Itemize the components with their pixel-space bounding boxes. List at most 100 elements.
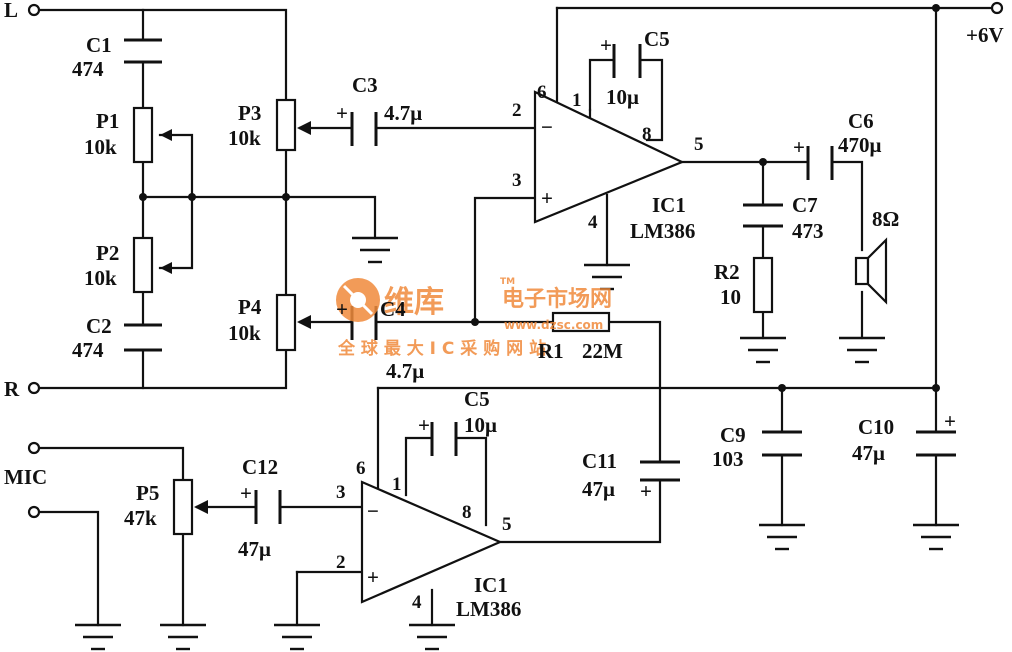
potentiometer-p5: [172, 478, 208, 536]
label-c9-value: 103: [712, 447, 744, 471]
label-p3-value: 10k: [228, 126, 261, 150]
label-p4-value: 10k: [228, 321, 261, 345]
capacitor-c11: [640, 460, 680, 482]
capacitor-c9: [762, 430, 802, 457]
watermark-trademark: TM: [500, 277, 515, 287]
label-c5-bottom-plus: +: [418, 413, 430, 437]
terminal-r: [27, 381, 41, 395]
label-ic-bottom-minus: −: [367, 499, 379, 523]
label-c1-value: 474: [72, 57, 104, 81]
label-terminal-l: L: [4, 0, 18, 22]
label-r1-value: 22M: [582, 339, 623, 363]
label-r2-name: R2: [714, 260, 740, 284]
junction-dots: [139, 4, 940, 392]
terminal-supply: [990, 1, 1004, 15]
label-c10-value: 47μ: [852, 441, 885, 465]
label-c11-plus: +: [640, 479, 652, 503]
label-ic-top-part: LM386: [630, 219, 695, 243]
watermark-url: www.dzsc.com: [504, 318, 603, 332]
capacitor-c12: [254, 490, 282, 524]
ground-icon: [759, 523, 805, 551]
label-c7-name: C7: [792, 193, 818, 217]
capacitor-c1: [124, 38, 162, 64]
label-ic-top-name: IC1: [652, 193, 686, 217]
label-p5-name: P5: [136, 481, 159, 505]
ground-icon: [160, 623, 206, 651]
ground-symbols: [75, 236, 959, 651]
label-ic-bottom-pin8: 8: [462, 502, 472, 523]
capacitor-c10: [916, 430, 956, 457]
label-c5-bottom-name: C5: [464, 387, 490, 411]
label-p2-value: 10k: [84, 266, 117, 290]
label-ic-bottom-pin4: 4: [412, 592, 422, 613]
label-c10-name: C10: [858, 415, 894, 439]
label-c6-name: C6: [848, 109, 874, 133]
label-p4-name: P4: [238, 295, 262, 319]
ground-icon: [839, 336, 885, 364]
label-ic-top-pin2: 2: [512, 100, 522, 121]
label-ic-bottom-pin6: 6: [356, 458, 366, 479]
label-ic-bottom-name: IC1: [474, 573, 508, 597]
label-c10-plus: +: [944, 409, 956, 433]
label-c3-name: C3: [352, 73, 378, 97]
watermark-logo-icon: [336, 278, 380, 322]
ground-icon: [740, 336, 786, 364]
label-c4-plus: +: [336, 297, 348, 321]
ground-icon: [75, 623, 121, 651]
label-c7-value: 473: [792, 219, 824, 243]
ground-icon: [409, 623, 455, 651]
capacitor-c6: [806, 146, 834, 180]
label-ic-top-pin5: 5: [694, 134, 704, 155]
label-c4-value: 4.7μ: [386, 359, 424, 383]
label-p3-name: P3: [238, 101, 261, 125]
terminal-mic-1: [27, 441, 41, 455]
label-ic-top-plus: +: [541, 186, 553, 210]
watermark-brand: 维库: [384, 285, 444, 320]
label-ic-bottom-pin1: 1: [392, 474, 402, 495]
potentiometer-p2: [132, 236, 172, 294]
labels: L R MIC +6V C1 474 P1 10k P2 10k C2 474 …: [4, 0, 1004, 621]
label-ic-top-pin1: 1: [572, 90, 582, 111]
label-p1-value: 10k: [84, 135, 117, 159]
label-c2-value: 474: [72, 338, 104, 362]
potentiometer-p1: [132, 106, 172, 164]
input-terminals: [27, 1, 1004, 519]
label-c12-plus: +: [240, 481, 252, 505]
label-c4-name: C4: [380, 297, 406, 321]
label-r1-name: R1: [538, 339, 564, 363]
label-c11-value: 47μ: [582, 477, 615, 501]
label-ic-bottom-pin2: 2: [336, 552, 346, 573]
ground-icon: [274, 623, 320, 651]
resistor-r1: [551, 311, 611, 333]
label-c12-value: 47μ: [238, 537, 271, 561]
label-ic-bottom-part: LM386: [456, 597, 521, 621]
ic-top-symbol: [533, 90, 685, 224]
terminal-l: [27, 3, 41, 17]
wires: [36, 6, 997, 627]
label-ic-bottom-pin3: 3: [336, 482, 346, 503]
label-terminal-r: R: [4, 377, 20, 401]
label-ic-top-pin8: 8: [642, 124, 652, 145]
label-ic-bottom-pin5: 5: [502, 514, 512, 535]
label-c5-bottom-value: 10μ: [464, 413, 497, 437]
capacitor-c5-top: [612, 44, 642, 78]
label-c3-value: 4.7μ: [384, 101, 422, 125]
label-ic-bottom-plus: +: [367, 565, 379, 589]
capacitor-c5-bottom: [430, 422, 458, 456]
label-ic-top-pin3: 3: [512, 170, 522, 191]
resistor-r2: [752, 256, 774, 314]
label-terminal-mic: MIC: [4, 465, 47, 489]
label-ic-top-pin4: 4: [588, 212, 598, 233]
potentiometer-p4: [275, 293, 311, 352]
ic-bottom-symbol: [360, 480, 503, 604]
label-c3-plus: +: [336, 101, 348, 125]
terminal-mic-2: [27, 505, 41, 519]
label-c11-name: C11: [582, 449, 617, 473]
label-c5-top-value: 10μ: [606, 85, 639, 109]
ground-icon: [913, 523, 959, 551]
label-c6-value: 470μ: [838, 133, 882, 157]
label-c1-name: C1: [86, 33, 112, 57]
label-ic-top-pin6: 6: [537, 82, 547, 103]
label-p1-name: P1: [96, 109, 119, 133]
watermark: 维库 TM 电子市场网 www.dzsc.com 全 球 最 大 I C 采 购…: [336, 277, 612, 359]
